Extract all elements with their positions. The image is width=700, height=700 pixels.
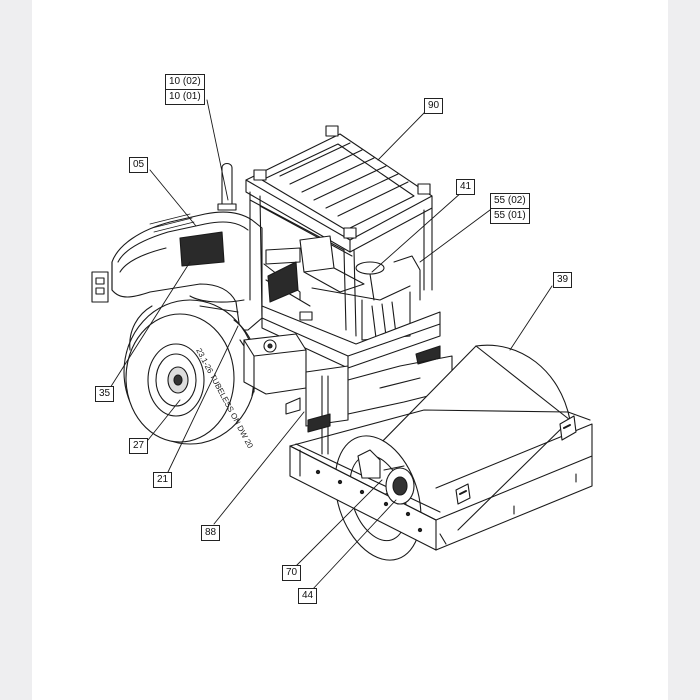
callout-10-stack: 10 (02) 10 (01) — [165, 74, 205, 105]
hood-engine-cover — [111, 211, 263, 331]
callout-90: 90 — [424, 98, 444, 114]
rops-canopy — [245, 125, 433, 337]
callout-10-02: 10 (02) — [165, 74, 205, 90]
callout-21: 21 — [153, 472, 173, 488]
articulation-joint — [285, 355, 453, 455]
callout-41: 41 — [456, 179, 476, 195]
callout-88: 88 — [201, 525, 221, 541]
callout-55-01: 55 (01) — [490, 209, 530, 224]
callout-35: 35 — [95, 386, 115, 402]
callout-55-02: 55 (02) — [490, 193, 530, 209]
drum-frame — [289, 344, 593, 561]
callout-27: 27 — [129, 438, 149, 454]
callout-44: 44 — [298, 588, 318, 604]
callout-70: 70 — [282, 565, 302, 581]
rear-wheel — [123, 299, 259, 445]
callout-55-stack: 55 (02) 55 (01) — [490, 193, 530, 224]
leader-lines — [109, 99, 553, 591]
callout-39: 39 — [553, 272, 573, 288]
callout-10-01: 10 (01) — [165, 90, 205, 105]
operator-station — [263, 235, 421, 341]
callout-05: 05 — [129, 157, 149, 173]
rear-lamp — [91, 271, 109, 303]
exhaust-stack — [217, 162, 237, 211]
